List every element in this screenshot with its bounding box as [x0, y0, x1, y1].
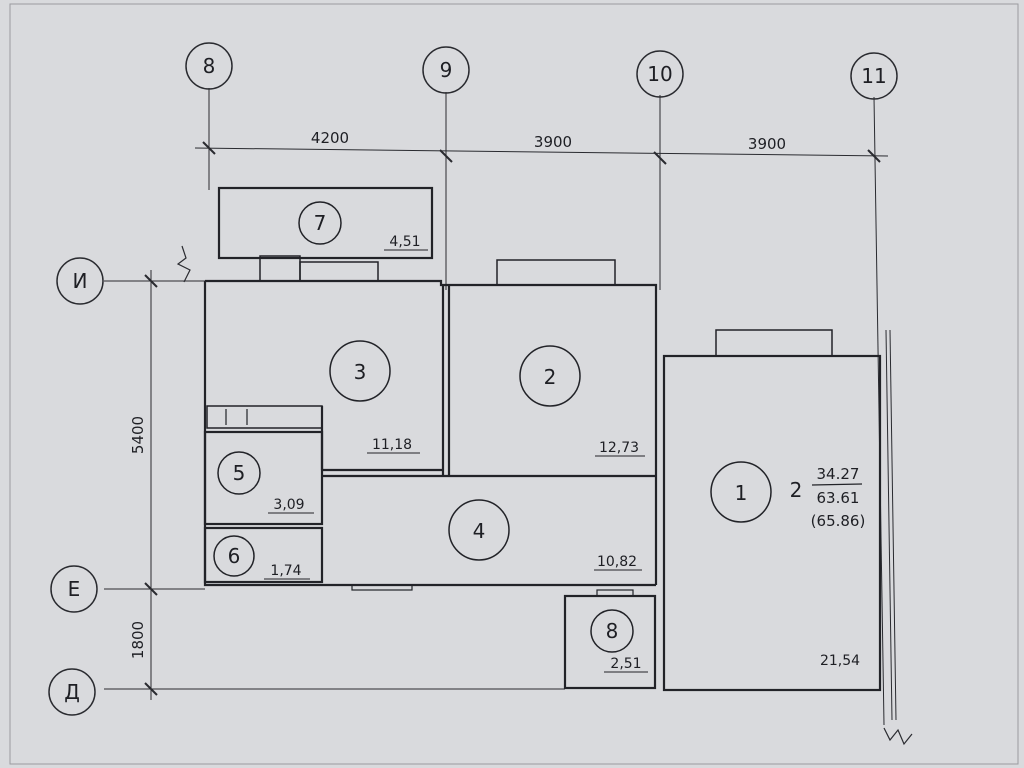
room-4-number: 4 — [473, 519, 486, 543]
room-6: 6 1,74 — [213, 535, 310, 580]
room-2-number: 2 — [544, 365, 557, 389]
axis-bubble-e: Е — [50, 565, 98, 613]
walls — [203, 186, 882, 692]
room-5: 5 3,09 — [217, 451, 314, 514]
room-4-area: 10,82 — [597, 554, 637, 570]
room-3-area: 11,18 — [372, 437, 412, 453]
room-7-number: 7 — [314, 211, 327, 235]
apartment-summary: 2 34.27 63.61 (65.86) — [790, 465, 866, 530]
sheet-frame — [9, 3, 1019, 765]
room-3-number: 3 — [354, 360, 367, 384]
axis-bubble-9: 9 — [422, 46, 470, 94]
axis-label-e: Е — [68, 577, 81, 601]
axis-bubble-11: 11 — [850, 52, 898, 100]
axis-label-10: 10 — [647, 62, 672, 86]
axis-label-d: Д — [64, 680, 80, 704]
room-3: 3 11,18 — [329, 340, 420, 454]
apartment-rooms-count: 2 — [790, 478, 803, 502]
room-6-area: 1,74 — [270, 563, 301, 579]
room-7: 7 4,51 — [298, 201, 428, 251]
axis-label-i: И — [73, 269, 88, 293]
axis-bubble-i: И — [56, 257, 104, 305]
room-8-number: 8 — [606, 619, 619, 643]
room-5-number: 5 — [233, 461, 246, 485]
room-7-area: 4,51 — [389, 234, 420, 250]
room-7-outline — [217, 186, 434, 260]
room-1: 1 21,54 — [710, 461, 860, 669]
room-1-number: 1 — [735, 481, 748, 505]
room-8: 8 2,51 — [590, 609, 648, 673]
left-dimension-line — [144, 270, 158, 700]
axis-bubble-8: 8 — [185, 42, 233, 90]
dimension-3900-a: 3900 — [534, 133, 572, 151]
dimension-3900-b: 3900 — [748, 135, 786, 153]
outer-wall-right — [885, 329, 897, 721]
room-2: 2 12,73 — [519, 345, 645, 457]
axis-label-11: 11 — [861, 64, 886, 88]
room-1-area: 21,54 — [820, 653, 860, 669]
apartment-total-with-balcony: (65.86) — [811, 512, 866, 530]
apartment-total-area: 63.61 — [817, 489, 860, 507]
axis-bubble-10: 10 — [636, 50, 684, 98]
apartment-living-area: 34.27 — [817, 465, 860, 483]
dimension-5400: 5400 — [129, 416, 147, 454]
room-8-area: 2,51 — [610, 656, 641, 672]
room-4: 4 10,82 — [448, 499, 642, 571]
top-dimension-line — [194, 141, 889, 165]
room-5-area: 3,09 — [273, 497, 304, 513]
break-mark — [176, 245, 191, 283]
room-2-area: 12,73 — [599, 440, 639, 456]
break-mark-bottom — [883, 727, 913, 746]
dimension-4200: 4200 — [311, 129, 349, 147]
horizontal-grid-axes — [104, 280, 565, 690]
room-6-number: 6 — [228, 544, 241, 568]
axis-label-8: 8 — [203, 54, 216, 78]
axis-label-9: 9 — [440, 58, 453, 82]
axis-bubble-d: Д — [48, 668, 96, 716]
dimension-1800: 1800 — [129, 621, 147, 659]
